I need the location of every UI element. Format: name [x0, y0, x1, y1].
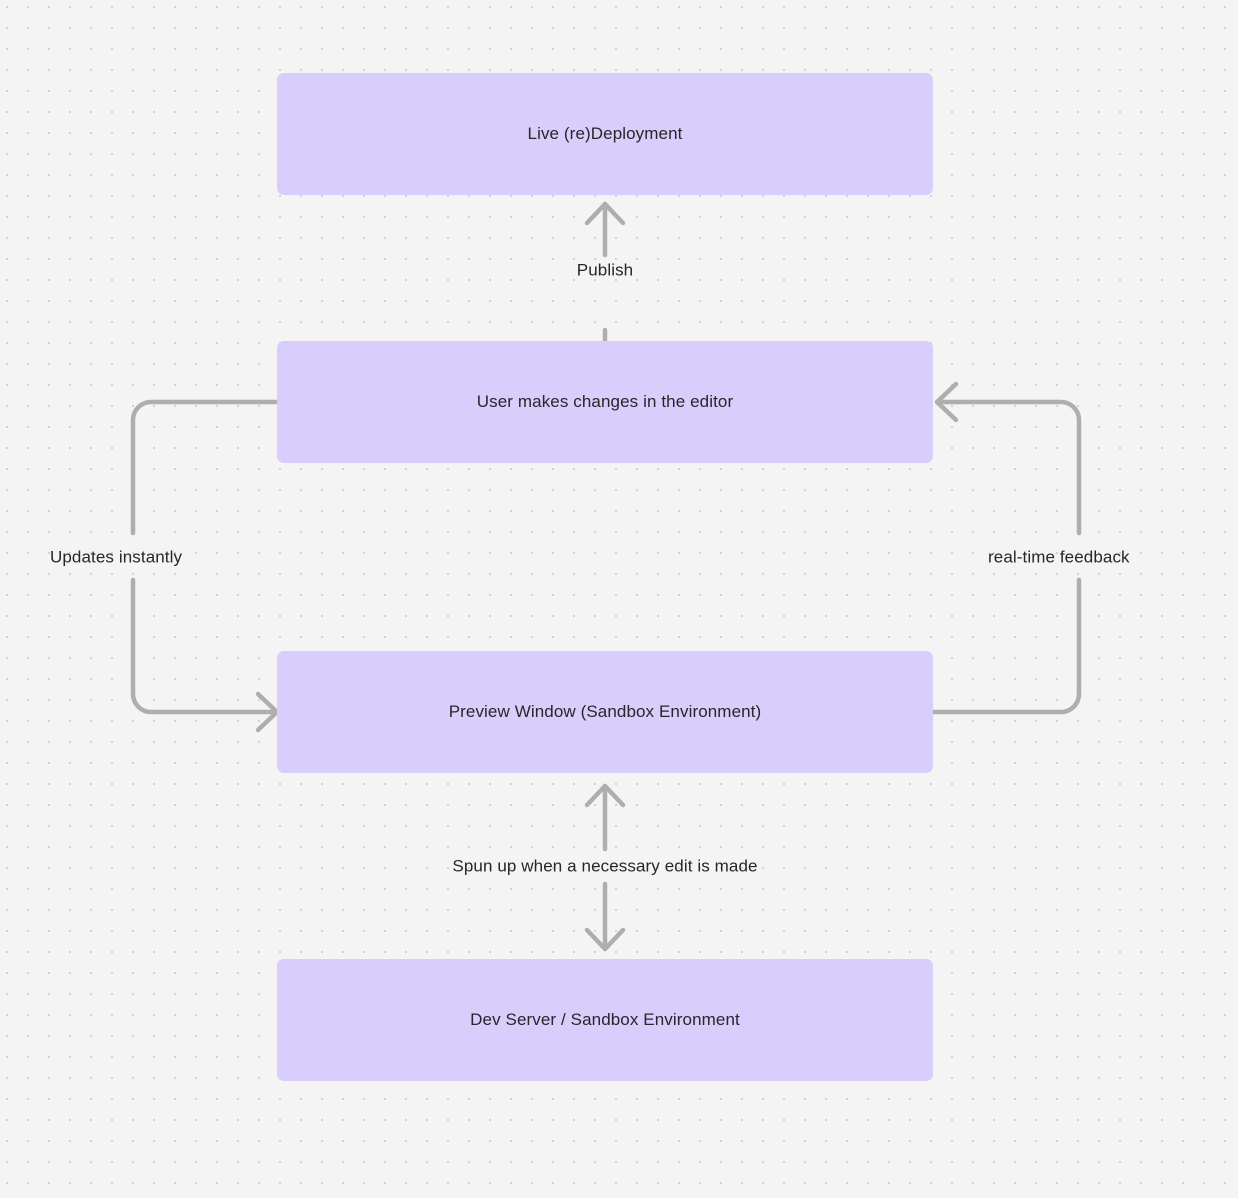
node-label: Preview Window (Sandbox Environment) — [448, 702, 762, 722]
node-label: User makes changes in the editor — [476, 392, 734, 412]
node-live-deployment[interactable]: Live (re)Deployment — [277, 73, 933, 195]
node-label: Dev Server / Sandbox Environment — [470, 1010, 740, 1030]
arrowhead-left-icon — [934, 381, 959, 423]
edge-label-updates-instantly: Updates instantly — [50, 547, 183, 567]
arrowhead-up-icon — [584, 201, 626, 226]
arrowhead-up-icon — [584, 783, 626, 808]
arrowhead-down-icon — [584, 927, 626, 952]
node-user-editor[interactable]: User makes changes in the editor — [277, 341, 933, 463]
edge-label-publish: Publish — [576, 260, 634, 280]
node-label: Live (re)Deployment — [527, 124, 683, 144]
edge-label-spun-up: Spun up when a necessary edit is made — [452, 856, 758, 876]
edge-label-real-time-feedback: real-time feedback — [988, 547, 1130, 567]
node-preview-window[interactable]: Preview Window (Sandbox Environment) — [277, 651, 933, 773]
node-dev-server[interactable]: Dev Server / Sandbox Environment — [277, 959, 933, 1081]
arrowhead-right-icon — [255, 691, 280, 733]
